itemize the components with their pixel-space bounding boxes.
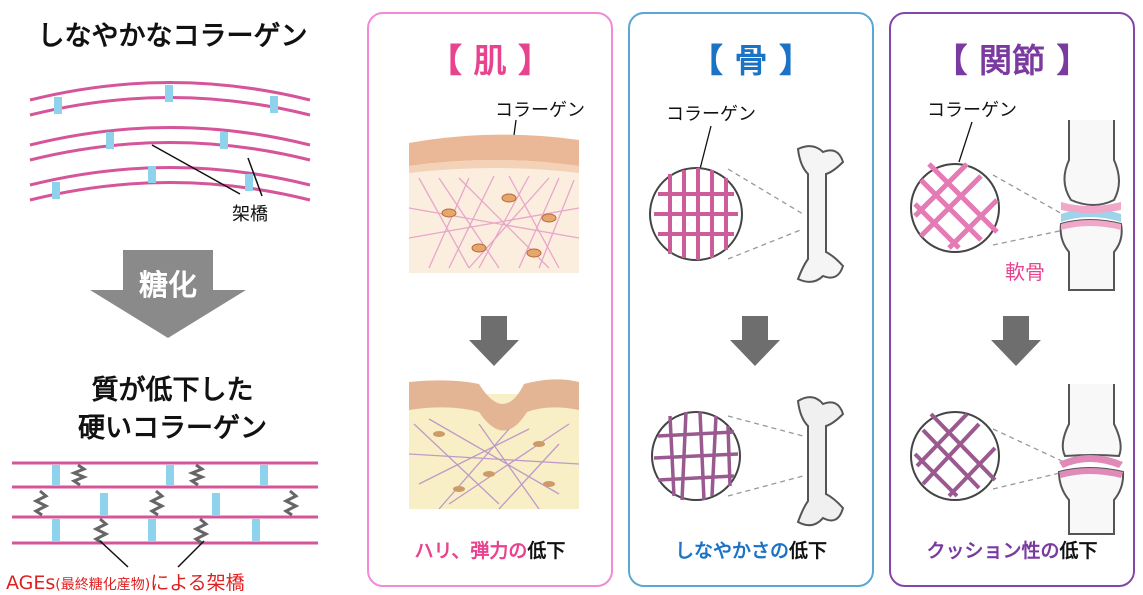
ages-label-paren: (最終糖化産物) bbox=[55, 577, 151, 593]
skin-caption-colored: ハリ、弾力の bbox=[414, 540, 528, 562]
ages-label-b: による架橋 bbox=[150, 572, 245, 594]
glycation-label: 糖化 bbox=[138, 268, 197, 302]
cartilage-label: 軟骨 bbox=[1005, 260, 1045, 284]
skin-panel-title: 【 肌 】 bbox=[429, 41, 551, 80]
bone-caption-colored: しなやかさの bbox=[674, 540, 789, 562]
skin-caption-rest: 低下 bbox=[527, 540, 566, 562]
healthy-skin-illustration bbox=[408, 119, 580, 273]
flexible-collagen-diagram bbox=[29, 81, 311, 202]
joint-collagen-label: コラーゲン bbox=[927, 100, 1017, 121]
joint-panel-title: 【 関節 】 bbox=[934, 41, 1090, 80]
skin-caption: ハリ、弾力の低下 bbox=[369, 536, 611, 563]
joint-caption: クッション性の低下 bbox=[891, 536, 1133, 563]
healthy-bone-illustration bbox=[649, 125, 845, 283]
flexible-collagen-title: しなやかなコラーゲン bbox=[37, 21, 308, 52]
crosslink-label: 架橋 bbox=[232, 204, 268, 225]
hardened-collagen-title-line2: 硬いコラーゲン bbox=[78, 413, 267, 444]
bone-down-arrow bbox=[730, 316, 780, 366]
skin-down-arrow bbox=[469, 316, 519, 366]
skin-collagen-label: コラーゲン bbox=[495, 100, 585, 121]
bone-collagen-label: コラーゲン bbox=[666, 104, 756, 125]
joint-down-arrow bbox=[991, 316, 1041, 366]
joint-caption-rest: 低下 bbox=[1059, 540, 1098, 562]
ages-crosslink-label: AGEs(最終糖化産物)による架橋 bbox=[6, 568, 245, 595]
joint-caption-colored: クッション性の bbox=[926, 540, 1060, 562]
glycation-arrow bbox=[90, 250, 246, 338]
hardened-collagen-title-line1: 質が低下した bbox=[91, 375, 254, 406]
hardened-collagen-diagram bbox=[12, 461, 318, 568]
aged-joint-illustration bbox=[910, 384, 1125, 535]
ages-label-a: AGEs bbox=[6, 572, 56, 594]
bone-caption-rest: 低下 bbox=[789, 540, 828, 562]
healthy-joint-illustration bbox=[910, 120, 1123, 291]
aged-bone-illustration bbox=[651, 396, 845, 527]
bone-caption: しなやかさの低下 bbox=[630, 536, 872, 563]
joint-panel: 【 関節 】 コラーゲン 軟骨 bbox=[889, 12, 1135, 587]
aged-skin-illustration bbox=[408, 379, 580, 510]
bone-panel-title: 【 骨 】 bbox=[690, 41, 812, 80]
skin-panel: 【 肌 】 コラーゲン bbox=[367, 12, 613, 587]
bone-panel: 【 骨 】 コラーゲン しなやかさの低下 bbox=[628, 12, 874, 587]
